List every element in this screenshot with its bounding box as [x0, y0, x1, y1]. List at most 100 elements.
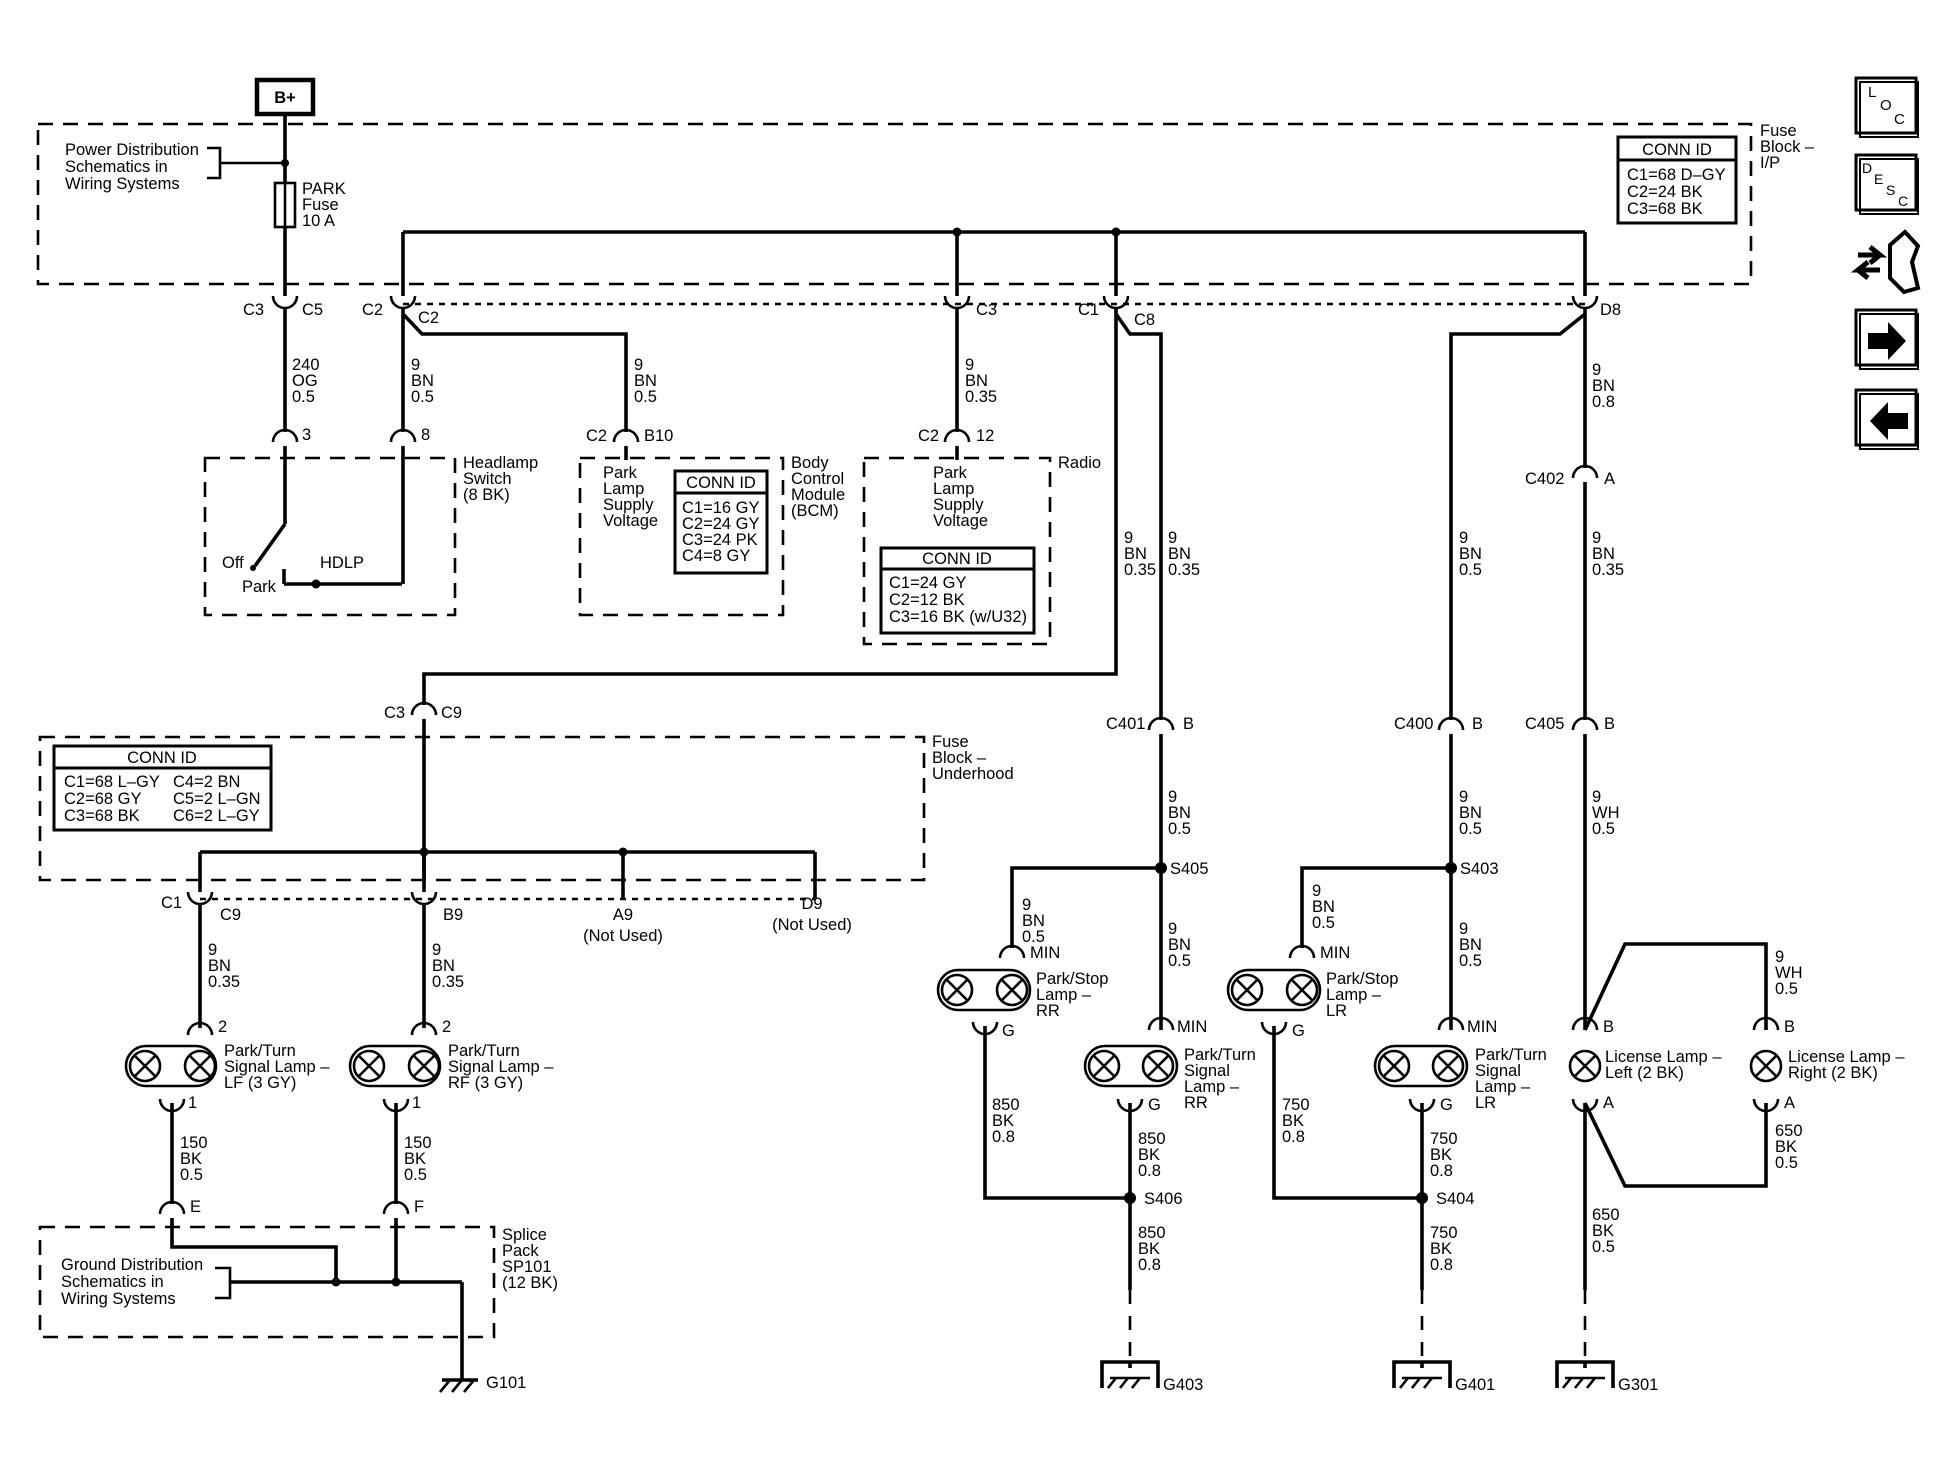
w9b-2: BN: [634, 372, 657, 390]
bcm-label-4: (BCM): [791, 502, 839, 520]
hs-pin3: 3: [302, 426, 311, 444]
w750c-2: BK: [1430, 1240, 1452, 1258]
wlf-2: BN: [208, 957, 231, 975]
conn-c2b-label: C2: [418, 309, 439, 327]
wlicr-3: 0.5: [1775, 980, 1798, 998]
w750b-2: BK: [1430, 1146, 1452, 1164]
rf-pin1: 1: [412, 1094, 421, 1112]
stop-rr-g: G: [1002, 1022, 1015, 1040]
w850c-2: BK: [1138, 1240, 1160, 1258]
uh-label-1: Fuse: [932, 733, 969, 751]
conn-c1-label: C1: [1078, 301, 1099, 319]
lic-left-label-1: License Lamp –: [1605, 1048, 1722, 1066]
c405-b: B: [1604, 715, 1615, 733]
ground-ref-2: Schematics in: [61, 1273, 164, 1291]
turn-lr-label-3: Lamp –: [1475, 1078, 1531, 1096]
w650a-1: 650: [1775, 1122, 1803, 1140]
w850a-2: BK: [992, 1112, 1014, 1130]
fuse-block-ip-box: [36, 122, 1753, 286]
turn-rr-label-4: RR: [1184, 1094, 1208, 1112]
w150a-2: BK: [180, 1150, 202, 1168]
bcm-conn-id-table: [673, 469, 769, 575]
radio-conn-1: C1=24 GY: [889, 574, 967, 592]
ws405b-3: 0.5: [1168, 952, 1191, 970]
hs-park: Park: [242, 578, 277, 596]
wc401-2: BN: [1168, 804, 1191, 822]
bcm-box: [578, 456, 785, 617]
lamp-park-stop-lr: [1226, 968, 1322, 1012]
prev-arrow-icon[interactable]: [1854, 388, 1919, 450]
c402-label: C402: [1525, 470, 1564, 488]
uh-b9: B9: [443, 906, 463, 924]
radio-conn-id-table: [879, 546, 1036, 635]
bcm-sup-3: Supply: [603, 496, 654, 514]
uh-label-3: Underhood: [932, 765, 1014, 783]
wire-240-num: 240: [292, 356, 320, 374]
fuse-junction: [281, 159, 289, 167]
ground-ref-3: Wiring Systems: [61, 1290, 176, 1308]
bcm-label-1: Body: [791, 454, 829, 472]
svg-text:D: D: [1862, 160, 1872, 176]
c400-b: B: [1472, 715, 1483, 733]
svg-text:C: C: [1894, 111, 1905, 128]
bcm-conn-3: C3=24 PK: [682, 531, 758, 549]
w9a-2: BN: [411, 372, 434, 390]
wc405-1: 9: [1592, 788, 1601, 806]
connector-c3-radio: [943, 295, 971, 310]
svg-text:S: S: [1886, 182, 1895, 198]
ws403b-2: BN: [1459, 936, 1482, 954]
w150a-1: 150: [180, 1134, 208, 1152]
stop-lr-min: MIN: [1320, 944, 1350, 962]
connector-icon[interactable]: [1850, 229, 1921, 295]
lic-left-label-2: Left (2 BK): [1605, 1064, 1684, 1082]
bcm-sup-1: Park: [603, 464, 638, 482]
s403-label: S403: [1460, 860, 1499, 878]
lic-left-b: B: [1603, 1018, 1614, 1036]
ws405b-1: 9: [1168, 920, 1177, 938]
lic-right-label-1: License Lamp –: [1788, 1048, 1905, 1066]
fuse-block-ip-label-2: Block –: [1760, 138, 1815, 156]
stop-rr-label-1: Park/Stop: [1036, 970, 1108, 988]
w150b-3: 0.5: [404, 1166, 427, 1184]
bcm-conn-id-title: CONN ID: [686, 474, 756, 492]
bcm-sup-4: Voltage: [603, 512, 658, 530]
wd8-1: 9: [1592, 361, 1601, 379]
wc400-2: BN: [1459, 545, 1482, 563]
fuse-block-ip-label-1: Fuse: [1760, 122, 1797, 140]
radio-sup-2: Lamp: [933, 480, 974, 498]
lamp-lf: [124, 1044, 218, 1088]
hs-label-2: Switch: [463, 470, 512, 488]
uh-d9-notused: (Not Used): [772, 916, 852, 934]
stop-rr-label-2: Lamp –: [1036, 986, 1092, 1004]
uh-label-2: Block –: [932, 749, 987, 767]
lf-label-3: LF (3 GY): [224, 1074, 296, 1092]
c401-b: B: [1183, 715, 1194, 733]
w750b-1: 750: [1430, 1130, 1458, 1148]
stop-lr-label-3: LR: [1326, 1002, 1347, 1020]
lic-left-a: A: [1603, 1094, 1614, 1112]
wc400b-2: BN: [1459, 804, 1482, 822]
w150b-2: BK: [404, 1150, 426, 1168]
wc402-3: 0.35: [1592, 561, 1624, 579]
hs-off: Off: [222, 554, 244, 572]
wire-240-size: 0.5: [292, 388, 315, 406]
next-arrow-icon[interactable]: [1854, 308, 1919, 370]
lamp-rf: [348, 1044, 442, 1088]
fuse-block-ip-label-3: I/P: [1760, 154, 1780, 172]
w750a-1: 750: [1282, 1096, 1310, 1114]
fuse-label-2: Fuse: [302, 196, 339, 214]
s405-label: S405: [1170, 860, 1209, 878]
stop-lr-label-2: Lamp –: [1326, 986, 1382, 1004]
wlf-3: 0.35: [208, 973, 240, 991]
desc-icon[interactable]: D E S C: [1854, 153, 1919, 215]
w850a-1: 850: [992, 1096, 1020, 1114]
ws403a-2: BN: [1312, 898, 1335, 916]
loc-icon[interactable]: L O C: [1854, 76, 1919, 138]
bcm-b10: B10: [644, 427, 673, 445]
w9r-2: BN: [965, 372, 988, 390]
wlf-1: 9: [208, 941, 217, 959]
conn-id-ip-2: C2=24 BK: [1627, 183, 1703, 201]
ground-ref-1: Ground Distribution: [61, 1256, 203, 1274]
turn-rr-label-1: Park/Turn: [1184, 1046, 1256, 1064]
wc400-1: 9: [1459, 529, 1468, 547]
